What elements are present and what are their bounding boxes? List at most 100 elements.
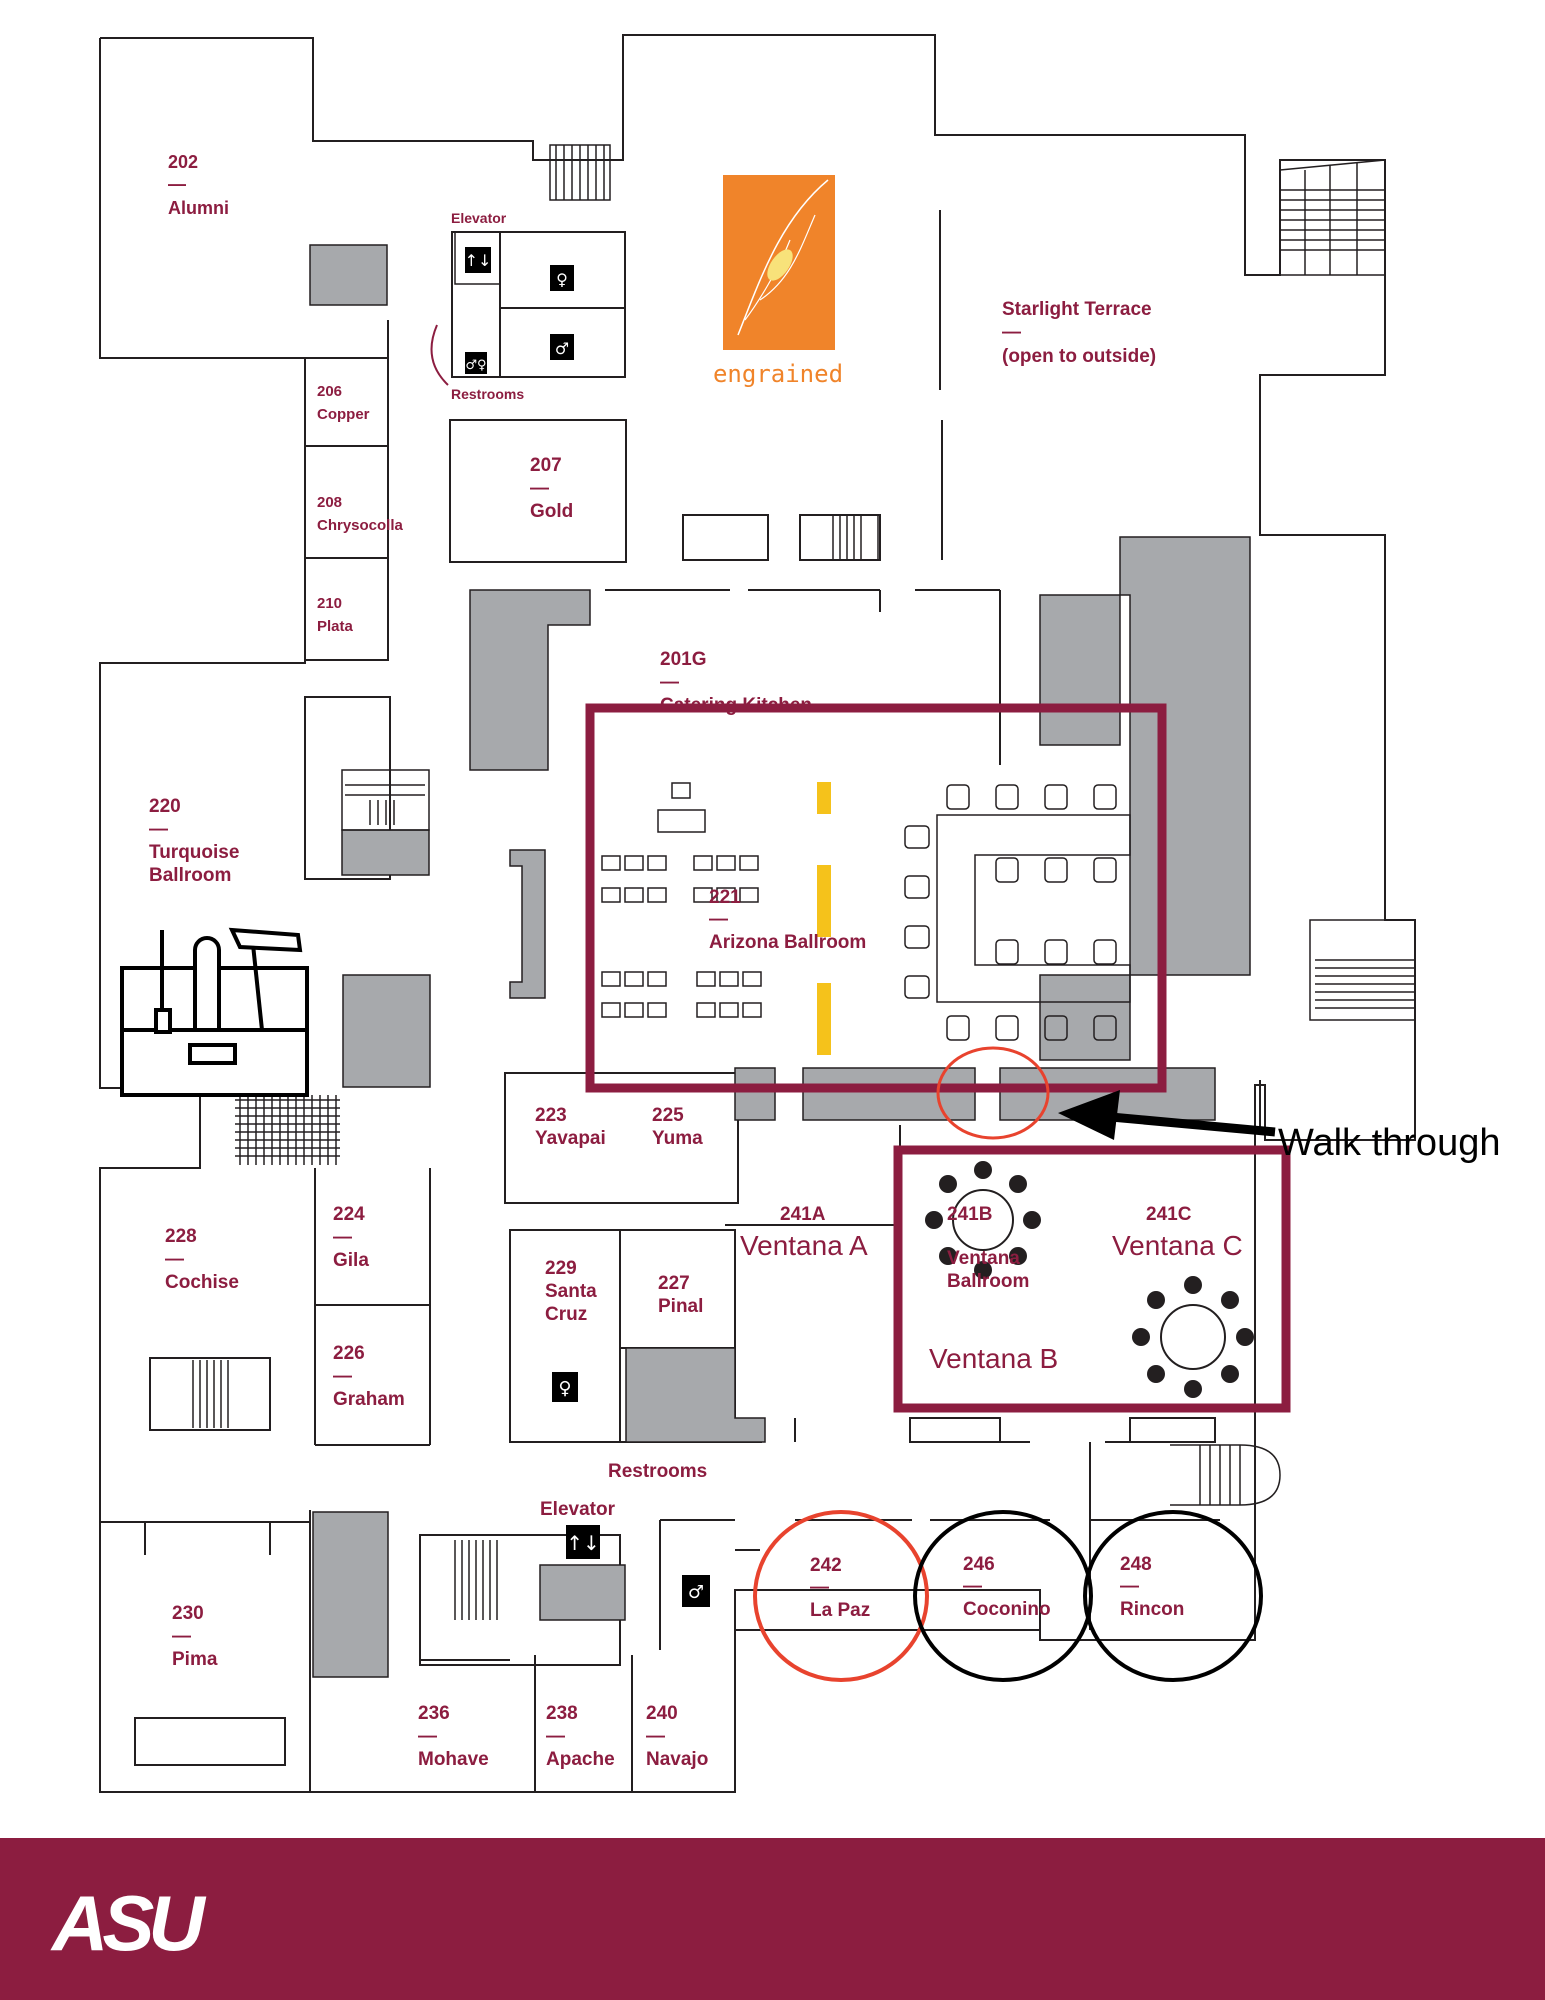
- dash: —: [172, 1626, 191, 1647]
- room-241b-number: 241B: [947, 1204, 992, 1225]
- restroom-icon-top-3: ♂♀: [465, 352, 487, 374]
- engrained-text: engrained: [713, 360, 843, 388]
- ventana-b-label: Ventana B: [929, 1343, 1058, 1374]
- room-236-number: 236: [418, 1703, 450, 1724]
- dash: —: [646, 1726, 665, 1747]
- restroom-icon-bottom: ♂: [682, 1575, 710, 1607]
- arizona-ballroom-furniture: [601, 782, 1131, 1041]
- floor-plan-map: ↑↓ ♀ ♂ ♂♀ ♀ ♂ ↑↓ engrained: [99, 34, 1500, 1793]
- room-208-number: 208: [317, 494, 342, 511]
- starlight-terrace-label: Starlight Terrace: [1002, 299, 1152, 320]
- room-241c-number: 241C: [1146, 1204, 1192, 1225]
- dash: —: [530, 478, 549, 499]
- highlight-boxes: [585, 703, 1291, 1413]
- restrooms-top-label: Restrooms: [451, 386, 524, 402]
- stairs-cochise: [149, 1357, 271, 1431]
- elevator-top-label: Elevator: [451, 210, 507, 226]
- room-242-number: 242: [810, 1555, 842, 1576]
- stairs-west-bridge: [235, 1095, 340, 1165]
- dash: —: [165, 1249, 184, 1270]
- room-225-number: 225: [652, 1105, 684, 1126]
- room-220-name-1: Turquoise: [149, 842, 239, 863]
- svg-text:↑↓: ↑↓: [566, 1531, 600, 1555]
- dash: —: [810, 1577, 829, 1598]
- room-241a-number: 241A: [780, 1204, 826, 1225]
- room-226-name: Graham: [333, 1389, 405, 1410]
- room-221-name: Arizona Ballroom: [709, 932, 866, 953]
- dash: —: [660, 672, 679, 693]
- footer-banner: [0, 1838, 1545, 2000]
- round-table-241c: [1132, 1276, 1254, 1398]
- room-228-number: 228: [165, 1226, 197, 1247]
- room-248-name: Rincon: [1120, 1599, 1184, 1620]
- room-207-name: Gold: [530, 501, 573, 522]
- room-229-number: 229: [545, 1258, 577, 1279]
- walk-through-arrow: [1058, 1090, 1276, 1140]
- dash: —: [149, 819, 168, 840]
- toolbox-icon: [120, 927, 309, 1097]
- dash: —: [709, 909, 728, 930]
- svg-text:♀: ♀: [558, 1378, 571, 1399]
- restroom-arrow: [430, 324, 449, 386]
- room-220-number: 220: [149, 796, 181, 817]
- room-246-name: Coconino: [963, 1599, 1051, 1620]
- elevator-bottom-block: ↑↓: [566, 1525, 600, 1559]
- room-240-name: Navajo: [646, 1749, 708, 1770]
- ventana-a-label: Ventana A: [740, 1230, 868, 1261]
- room-225-name: Yuma: [652, 1128, 703, 1149]
- ventana-c-label: Ventana C: [1112, 1230, 1243, 1261]
- room-241b-name-1: Ventana: [947, 1248, 1020, 1269]
- la-paz-circle: [753, 1510, 929, 1682]
- building-outline: [99, 34, 1416, 1793]
- room-201g-number: 201G: [660, 649, 706, 670]
- svg-text:♂♀: ♂♀: [465, 358, 486, 373]
- room-236-name: Mohave: [418, 1749, 489, 1770]
- room-242-name: La Paz: [810, 1600, 870, 1621]
- room-206-number: 206: [317, 383, 342, 400]
- asu-logo: ASU: [52, 1879, 205, 1967]
- dash: —: [333, 1227, 352, 1248]
- room-202-number: 202: [168, 152, 198, 172]
- stairs-kitchen: [832, 514, 879, 561]
- svg-text:↑↓: ↑↓: [465, 251, 492, 270]
- room-228-name: Cochise: [165, 1272, 239, 1293]
- room-221-number: 221: [709, 887, 741, 908]
- room-226-number: 226: [333, 1343, 365, 1364]
- room-248-number: 248: [1120, 1554, 1152, 1575]
- svg-text:♂: ♂: [688, 1582, 704, 1603]
- room-206-name: Copper: [317, 406, 370, 423]
- dash: —: [963, 1576, 982, 1597]
- rincon-circle: [1083, 1510, 1263, 1682]
- room-241b-name-2: Ballroom: [947, 1271, 1029, 1292]
- dash: —: [1120, 1576, 1139, 1597]
- round-table-241b: [925, 1161, 1041, 1279]
- dash: —: [546, 1726, 565, 1747]
- starlight-terrace-note: (open to outside): [1002, 346, 1156, 367]
- stairs-south: [454, 1540, 498, 1620]
- stairs-spiral: [1170, 1444, 1281, 1506]
- room-230-number: 230: [172, 1603, 204, 1624]
- restroom-icon-mid: ♀: [552, 1372, 578, 1402]
- room-223-name: Yavapai: [535, 1128, 606, 1149]
- room-220-name-2: Ballroom: [149, 865, 231, 886]
- walk-through-label: Walk through: [1278, 1122, 1500, 1164]
- dash: —: [418, 1726, 437, 1747]
- chair-grid-left: [601, 855, 762, 1018]
- restroom-icon-top-1: ♀: [550, 265, 574, 291]
- engrained-logo: engrained: [713, 175, 843, 388]
- dash: —: [168, 174, 186, 194]
- room-238-name: Apache: [546, 1749, 615, 1770]
- coconino-circle: [913, 1510, 1093, 1682]
- chairs-u-table: [904, 784, 1117, 1041]
- dash: —: [1002, 322, 1021, 343]
- room-229-name-1: Santa: [545, 1281, 597, 1302]
- restrooms-bottom-label: Restrooms: [608, 1461, 707, 1482]
- dash: —: [333, 1366, 352, 1387]
- room-201g-name: Catering Kitchen: [660, 695, 812, 716]
- arizona-ballroom-highlight: [585, 703, 1167, 1093]
- svg-text:♂: ♂: [555, 339, 569, 358]
- elevator-bottom-label: Elevator: [540, 1499, 616, 1520]
- room-224-number: 224: [333, 1204, 365, 1225]
- yellow-dividers: [817, 782, 831, 1055]
- room-210-number: 210: [317, 595, 342, 612]
